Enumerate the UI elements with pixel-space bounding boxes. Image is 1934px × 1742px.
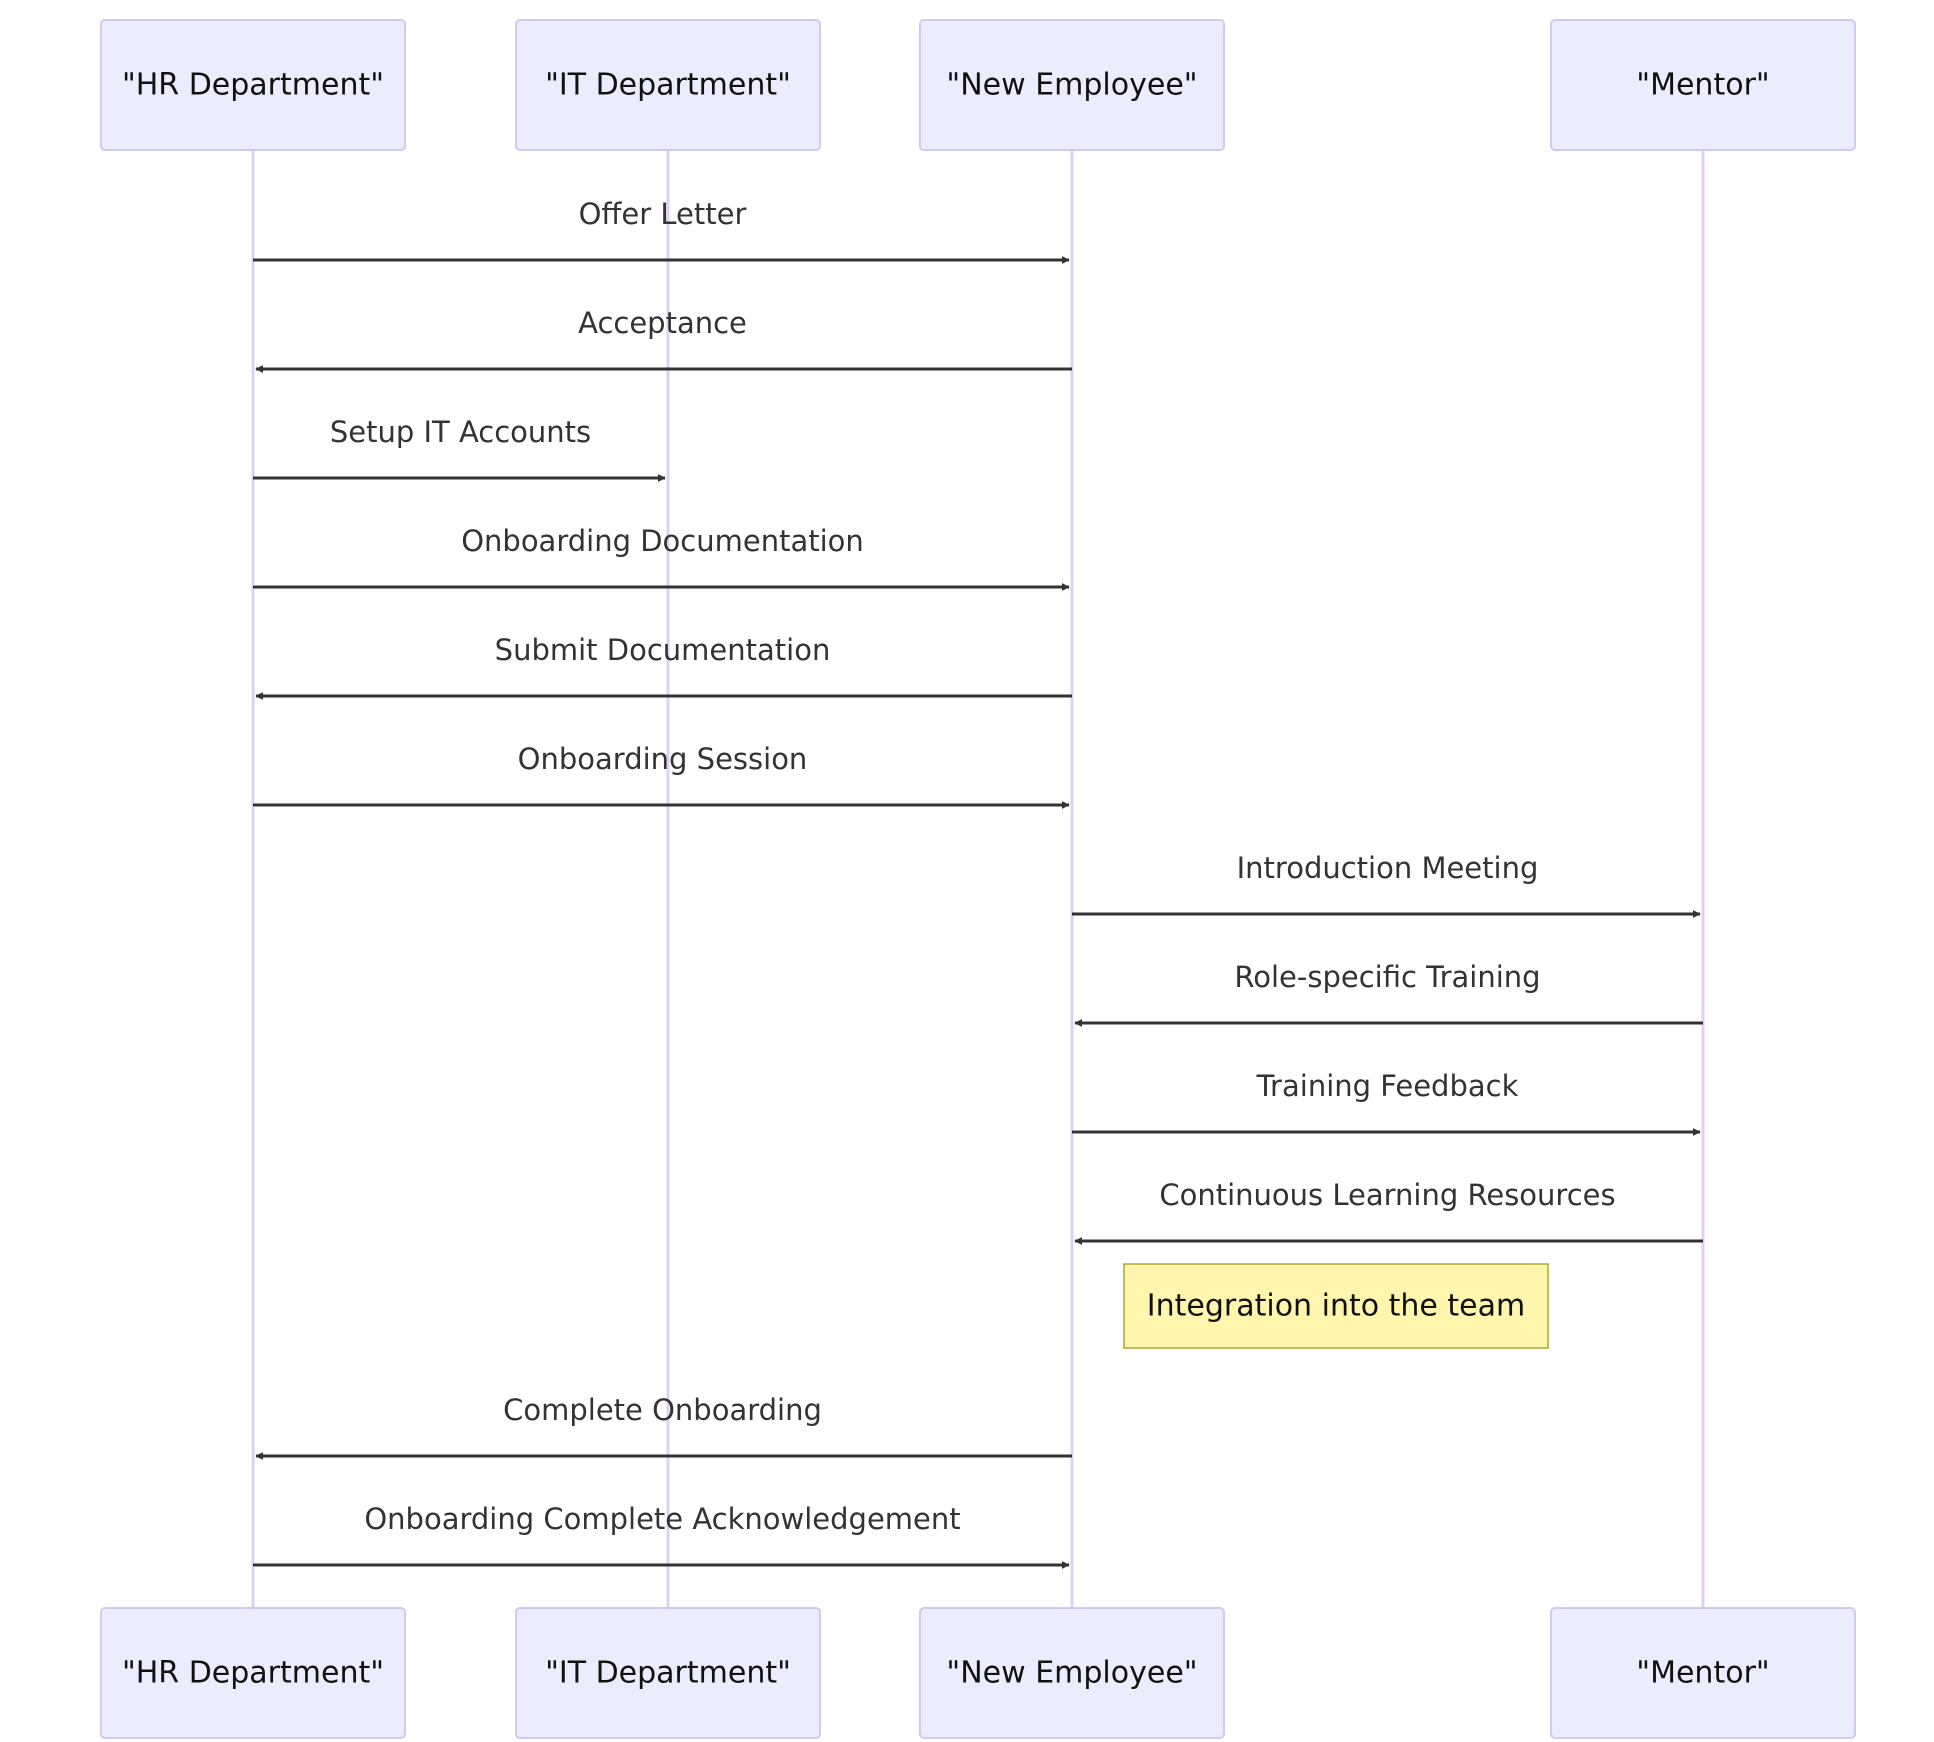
participant-hr-top: "HR Department": [100, 19, 406, 151]
message-label: Onboarding Complete Acknowledgement: [364, 1502, 960, 1536]
message-label: Role-specific Training: [1234, 960, 1540, 994]
participant-hr-bottom: "HR Department": [100, 1607, 406, 1739]
participants-top: "HR Department" "IT Department" "New Emplo…: [100, 19, 1856, 151]
message-label: Onboarding Session: [518, 742, 808, 776]
message-label: Introduction Meeting: [1237, 851, 1539, 885]
message-10: Continuous Learning Resources: [1074, 1178, 1703, 1245]
participant-label: "IT Department": [545, 1656, 791, 1691]
participant-box: [919, 1607, 1225, 1739]
participant-mentor-top: "Mentor": [1550, 19, 1856, 151]
participant-label: "HR Department": [122, 68, 384, 103]
participant-it-bottom: "IT Department": [515, 1607, 821, 1739]
participant-employee-top: "New Employee": [919, 19, 1225, 151]
lifelines: [251, 150, 1705, 1608]
message-6: Onboarding Session: [253, 742, 1070, 809]
participant-mentor-bottom: "Mentor": [1550, 1607, 1856, 1739]
note-box: [1123, 1263, 1549, 1349]
participant-label: "HR Department": [122, 1656, 384, 1691]
message-label: Setup IT Accounts: [330, 415, 591, 449]
message-label: Training Feedback: [1256, 1069, 1519, 1103]
message-label: Submit Documentation: [495, 633, 831, 667]
message-7: Introduction Meeting: [1072, 851, 1701, 918]
participant-label: "New Employee": [946, 1656, 1197, 1691]
message-label: Offer Letter: [579, 197, 747, 231]
participants-bottom: "HR Department" "IT Department" "New Emplo…: [100, 1607, 1856, 1739]
participant-box: [919, 19, 1225, 151]
participant-box: [1550, 1607, 1856, 1739]
participant-box: [515, 19, 821, 151]
participant-label: "Mentor": [1636, 1656, 1769, 1691]
message-11: Complete Onboarding: [255, 1393, 1072, 1460]
message-label: Onboarding Documentation: [461, 524, 864, 558]
participant-it-top: "IT Department": [515, 19, 821, 151]
message-1: Offer Letter: [253, 197, 1070, 264]
participant-box: [515, 1607, 821, 1739]
participant-label: "Mentor": [1636, 68, 1769, 103]
message-label: Continuous Learning Resources: [1159, 1178, 1615, 1212]
message-label: Complete Onboarding: [503, 1393, 822, 1427]
message-9: Training Feedback: [1072, 1069, 1701, 1136]
message-4: Onboarding Documentation: [253, 524, 1070, 591]
message-12: Onboarding Complete Acknowledgement: [253, 1502, 1070, 1569]
participant-label: "New Employee": [946, 68, 1197, 103]
message-label: Acceptance: [578, 306, 747, 340]
message-8: Role-specific Training: [1074, 960, 1703, 1027]
participant-box: [100, 1607, 406, 1739]
participant-label: "IT Department": [545, 68, 791, 103]
message-5: Submit Documentation: [255, 633, 1072, 700]
participant-box: [100, 19, 406, 151]
participant-box: [1550, 19, 1856, 151]
message-3: Setup IT Accounts: [253, 415, 666, 482]
note: Integration into the team: [1123, 1263, 1549, 1349]
message-2: Acceptance: [255, 306, 1072, 373]
note-text: Integration into the team: [1147, 1289, 1525, 1324]
participant-employee-bottom: "New Employee": [919, 1607, 1225, 1739]
notes: Integration into the team: [1123, 1263, 1549, 1349]
